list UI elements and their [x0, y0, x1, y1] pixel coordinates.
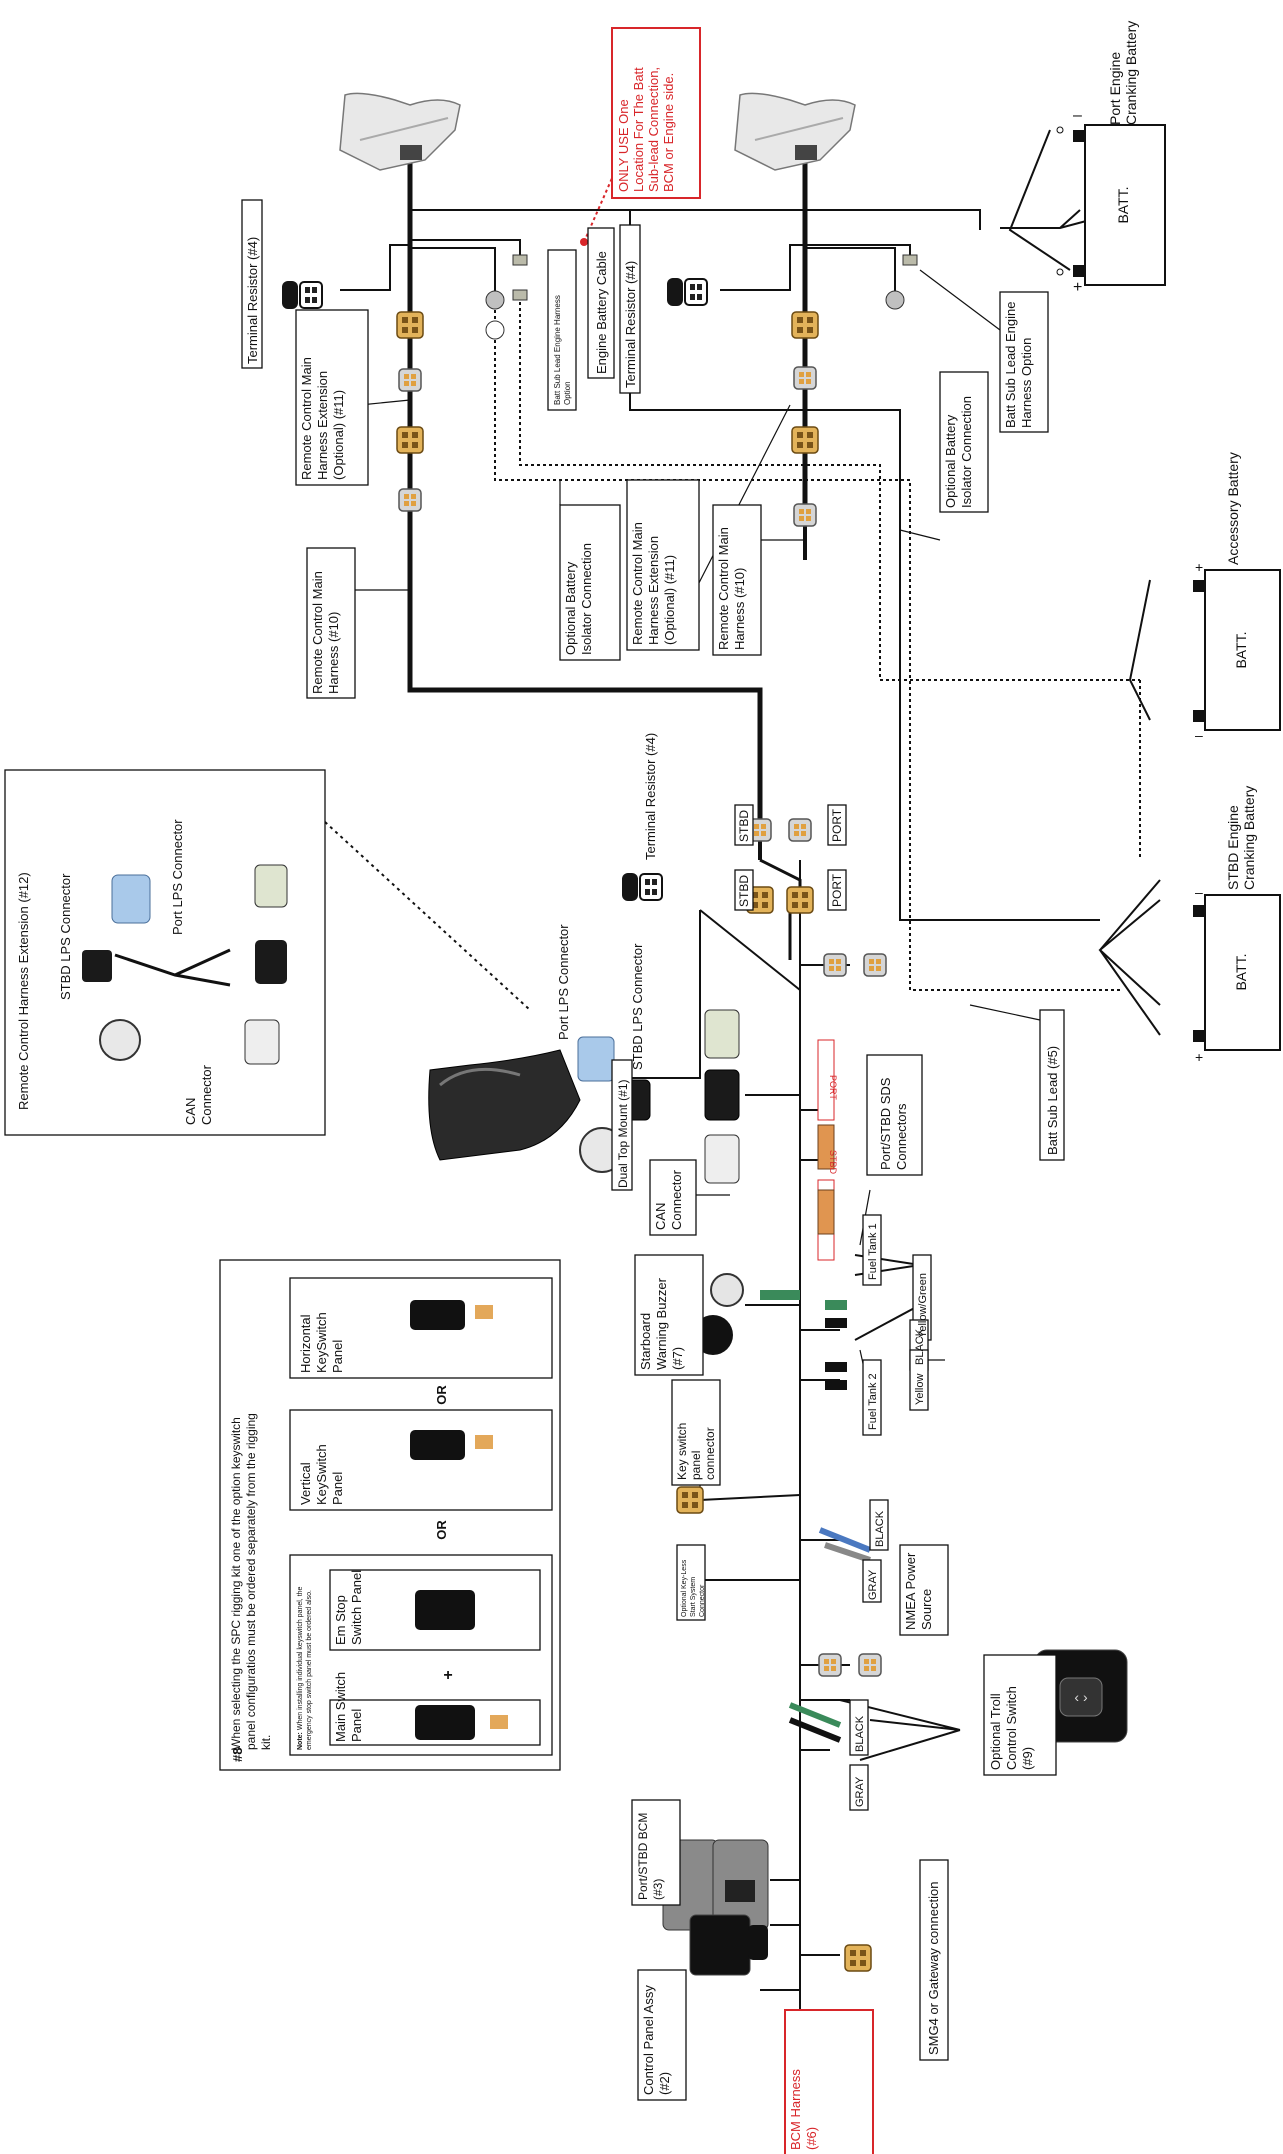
svg-text:STBD Engine Cranking Bat: STBD Engine Cranking Battery — [1225, 786, 1257, 890]
svg-text:Optional Battery Isolato: Optional Battery Isolator Connection — [943, 396, 974, 508]
svg-text:Port/STBD SDS Connectors: Port/STBD SDS Connectors — [878, 1074, 909, 1170]
svg-text:Batt Sub Lead Engine Harness: Batt Sub Lead Engine Harness Option — [553, 293, 572, 405]
svg-text:OR: OR — [434, 1520, 449, 1540]
nmea-power-leads — [818, 1527, 872, 1563]
svg-text:Optional Key-Less Start: Optional Key-Less Start System Connector — [681, 1558, 706, 1617]
wiring — [324, 129, 1161, 2055]
svg-text:Port/STBD BCM (#3): Port/STBD BCM (#3) — [636, 1809, 665, 1900]
engine-connectors — [281, 238, 918, 527]
svg-text:STBD LPS Connector: STBD LPS Connector — [58, 873, 73, 1000]
terminal-resistor-main — [621, 872, 663, 902]
svg-text:emergency stop switch panel mu: emergency stop switch panel must be orde… — [306, 1590, 313, 1750]
terminal-resistor-port — [281, 280, 323, 310]
svg-text:+: + — [443, 1667, 452, 1684]
svg-text:#8: #8 — [230, 1748, 245, 1762]
svg-text:PORT: PORT — [830, 873, 844, 907]
svg-text:STBD: STBD — [828, 1150, 838, 1175]
svg-text:BLACK: BLACK — [914, 1328, 926, 1365]
svg-text:Accessory Battery: Accessory Battery — [1225, 452, 1241, 565]
svg-text:+: + — [1073, 279, 1082, 296]
svg-text:NMEA Power Source: NMEA Power Source — [903, 1549, 934, 1630]
svg-text:Optional Battery Isolato: Optional Battery Isolator Connection — [563, 543, 594, 655]
svg-text:–: – — [1195, 727, 1203, 743]
svg-text:Yellow/Green: Yellow/Green — [917, 1273, 929, 1338]
svg-text:Terminal Resistor (#4): Terminal Resistor (#4) — [643, 733, 658, 860]
harness-extension-inset — [4, 769, 326, 1136]
svg-text:BLACK: BLACK — [854, 1715, 866, 1752]
svg-text:BATT.: BATT. — [1233, 631, 1249, 668]
svg-text:Port LPS Connector: Port LPS Connector — [170, 819, 185, 935]
warning-buzzer — [693, 1273, 800, 1355]
label-frames — [241, 27, 1065, 2154]
svg-text:Remote Control Harness Extensi: Remote Control Harness Extension (#12) — [16, 872, 31, 1110]
svg-text:+: + — [1195, 559, 1203, 575]
svg-text:BLACK: BLACK — [874, 1510, 886, 1547]
svg-text:Terminal Resistor (#4): Terminal Resistor (#4) — [623, 261, 638, 388]
svg-text:Engine Battery Cable: Engine Battery Cable — [594, 251, 609, 374]
batt-sub-lead-connectors — [823, 953, 887, 977]
svg-text:ONLY USE One Location Fo: ONLY USE One Location For The Batt Sub-l… — [616, 63, 676, 192]
labels: Port Engine Cranking Battery BATT. – + A… — [16, 21, 1257, 2150]
svg-text:Batt Sub Lead Engine Har: Batt Sub Lead Engine Harness Option — [1003, 298, 1034, 428]
svg-text:Port LPS Connector: Port LPS Connector — [556, 924, 571, 1040]
svg-text:Batt Sub Lead (#5): Batt Sub Lead (#5) — [1045, 1046, 1060, 1155]
svg-text:BCM Harness (#6): BCM Harness (#6) — [788, 2065, 819, 2150]
stbd-port-lps-connectors — [746, 818, 814, 914]
svg-text:SMG4 or Gateway connection: SMG4 or Gateway connection — [926, 1882, 941, 2055]
svg-text:PORT: PORT — [830, 808, 844, 842]
svg-text:STBD LPS Connector: STBD LPS Connector — [630, 943, 645, 1070]
stbd-outboard-engine — [734, 92, 856, 171]
stbd-cranking-battery — [1193, 894, 1281, 1051]
svg-text:Remote Control Main Harn: Remote Control Main Harness (#10) — [716, 524, 747, 650]
fuel-tank-leads — [825, 1300, 847, 1390]
terminal-resistor-stbd — [666, 277, 708, 307]
svg-text:PORT: PORT — [828, 1075, 838, 1100]
svg-text:Main Switch Panel: Main Switch Panel — [333, 1668, 364, 1742]
port-cranking-battery — [1056, 124, 1166, 286]
svg-text:Terminal Resistor (#4): Terminal Resistor (#4) — [245, 237, 260, 364]
svg-text:CAN Connector: CAN Connector — [653, 1169, 684, 1230]
svg-text:Vertical KeySwitch: Vertical KeySwitch Panel — [298, 1441, 345, 1505]
svg-text:STBD: STBD — [737, 810, 751, 842]
can-sds-connectors — [704, 1009, 835, 1261]
svg-text:‹ ›: ‹ › — [1074, 1689, 1088, 1705]
svg-text:Optional Troll Control S: Optional Troll Control Switch (#9) — [988, 1683, 1035, 1770]
svg-text:–: – — [1195, 884, 1203, 900]
svg-text:BATT.: BATT. — [1233, 953, 1249, 990]
svg-text:Fuel Tank 1: Fuel Tank 1 — [867, 1223, 879, 1280]
svg-text:CAN Connector: CAN Connector — [183, 1064, 214, 1125]
port-outboard-engine — [339, 92, 461, 171]
keyswitch-options-box — [219, 1259, 561, 1771]
svg-text:Control Panel Assy (#2): Control Panel Assy (#2) — [641, 1982, 672, 2095]
svg-text:GRAY: GRAY — [867, 1569, 879, 1600]
key-switch-connector — [676, 1486, 704, 1514]
svg-text:Key switch panel c: Key switch panel connector — [675, 1419, 717, 1480]
svg-text:Em Stop Switch Panel: Em Stop Switch Panel — [333, 1570, 364, 1645]
svg-text:Fuel Tank 2: Fuel Tank 2 — [867, 1373, 879, 1430]
svg-text:STBD: STBD — [737, 875, 751, 907]
svg-text:Port Engine Cranking Bat: Port Engine Cranking Battery — [1107, 21, 1139, 125]
svg-text:Note: When installing i: Note: When installing individual keyswit… — [297, 1586, 304, 1750]
control-panel — [689, 1914, 768, 1976]
accessory-battery — [1193, 569, 1281, 731]
svg-text:GRAY: GRAY — [854, 1776, 866, 1807]
svg-text:–: – — [1073, 107, 1082, 124]
smg4-connector — [844, 1944, 872, 1972]
svg-text:Remote Control Main Harn: Remote Control Main Harness Extension (O… — [299, 354, 346, 480]
svg-text:Dual Top Mount (#1): Dual Top Mount (#1) — [616, 1079, 630, 1188]
svg-text:Starboard Warning Buzzer: Starboard Warning Buzzer (#7) — [638, 1274, 685, 1370]
troll-switch: ‹ › — [788, 1649, 1128, 1743]
svg-text:Yellow: Yellow — [914, 1374, 926, 1405]
svg-text:+: + — [1195, 1049, 1203, 1065]
svg-text:OR: OR — [434, 1385, 449, 1405]
svg-text:Horizontal KeySwitch: Horizontal KeySwitch Panel — [298, 1309, 345, 1373]
svg-text:BATT.: BATT. — [1115, 186, 1131, 223]
svg-text:Remote Control Main Harn: Remote Control Main Harness Extension (O… — [630, 519, 677, 645]
svg-text:When selecting the SPC rigging: When selecting the SPC rigging kit one o… — [229, 1410, 273, 1750]
svg-text:Remote Control Main Harn: Remote Control Main Harness (#10) — [310, 568, 341, 694]
